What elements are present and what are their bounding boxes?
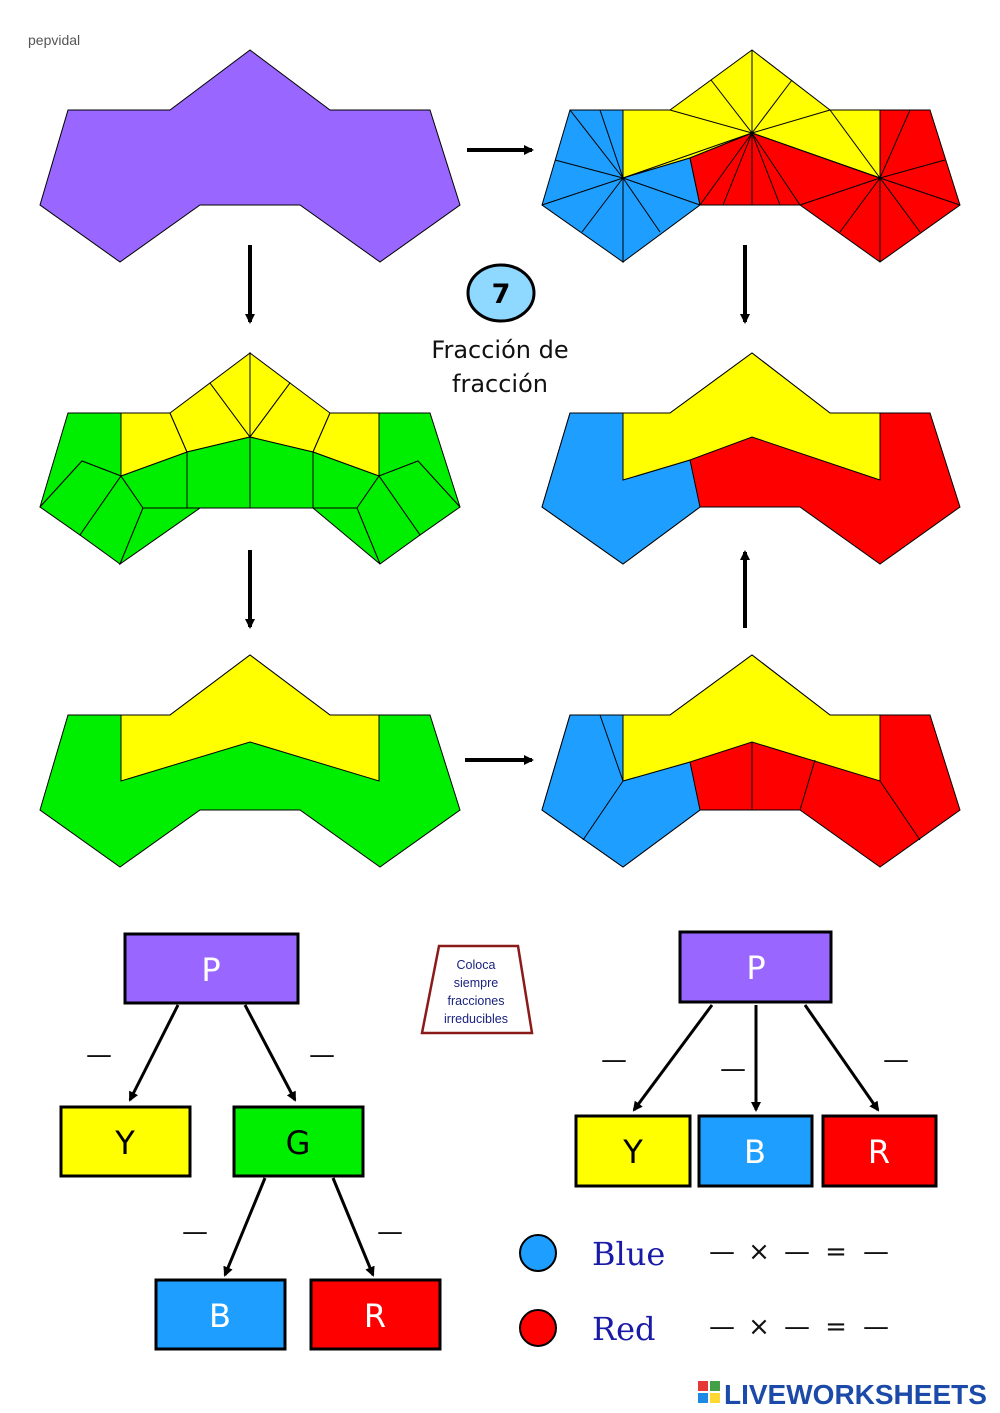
division-line <box>879 780 921 841</box>
yellow-region <box>622 654 881 782</box>
blue-region <box>541 109 624 263</box>
logo-square-icon <box>710 1381 720 1391</box>
red-dot-icon <box>519 1309 557 1347</box>
red-blank-result[interactable]: — <box>863 1312 889 1342</box>
node-b <box>154 1278 287 1351</box>
blue-blank-2[interactable]: — <box>784 1237 810 1267</box>
node-p-label: P <box>746 949 765 987</box>
red-label: Red <box>592 1310 656 1348</box>
shape-blue-yellow-red <box>541 352 961 565</box>
node-p <box>678 930 833 1004</box>
legend-blue-row: Blue — × — = — <box>519 1234 889 1273</box>
note-line-3: fracciones <box>448 994 505 1008</box>
fraction-blank-g-r[interactable]: — <box>377 1217 403 1247</box>
flow-arrows <box>245 145 750 765</box>
brand-logo: LIVEWORKSHEETS <box>698 1379 987 1410</box>
red-blank-1[interactable]: — <box>709 1312 735 1342</box>
times-sign: × <box>748 1312 770 1342</box>
title-line-1: Fracción de <box>431 336 568 364</box>
node-r-label: R <box>364 1297 386 1335</box>
fraction-blank-p-y[interactable]: — <box>601 1045 627 1075</box>
shape-blue-yellow-red-divided <box>541 654 961 868</box>
division-line <box>799 759 816 811</box>
shape-blue-yellow-red-triangulated <box>541 49 961 263</box>
logo-square-icon <box>698 1381 708 1391</box>
node-y-label: Y <box>622 1133 643 1171</box>
node-p-label: P <box>201 951 220 989</box>
node-y <box>574 1114 692 1188</box>
node-r-label: R <box>868 1133 890 1171</box>
fraction-blank-p-r[interactable]: — <box>883 1045 909 1075</box>
shape-green-yellow-subdivided <box>39 352 461 566</box>
node-g <box>232 1105 365 1178</box>
node-y <box>59 1105 192 1178</box>
node-b-label: B <box>744 1133 766 1171</box>
triangulation-lines <box>541 50 961 262</box>
node-p <box>123 932 300 1005</box>
fraction-blank-g-b[interactable]: — <box>182 1217 208 1247</box>
yellow-region <box>120 654 380 782</box>
division-line <box>599 714 624 782</box>
blue-label: Blue <box>592 1235 665 1273</box>
node-y-label: Y <box>114 1124 135 1162</box>
fraction-blank-p-g[interactable]: — <box>309 1040 335 1070</box>
note-line-1: Coloca <box>457 958 496 972</box>
number-badge: 7 <box>466 263 536 323</box>
red-blank-2[interactable]: — <box>784 1312 810 1342</box>
blue-blank-result[interactable]: — <box>863 1237 889 1267</box>
node-r <box>821 1114 938 1188</box>
tree-left: P Y G B R <box>59 932 442 1351</box>
logo-square-icon <box>698 1393 708 1403</box>
tree-right: P Y B R <box>574 930 938 1188</box>
legend-red-row: Red — × — = — <box>519 1309 889 1348</box>
green-piece <box>300 507 381 565</box>
badge-number: 7 <box>492 279 511 310</box>
note-box: Coloca siempre fracciones irreducibles <box>420 944 534 1035</box>
title-line-2: fracción <box>452 370 548 398</box>
yellow-region <box>622 352 881 481</box>
credit-text: pepvidal <box>28 32 80 48</box>
note-line-2: siempre <box>454 976 499 990</box>
purple-region <box>39 49 461 263</box>
shape-whole-purple <box>39 49 461 263</box>
shape-green-yellow <box>39 654 461 868</box>
equals-sign: = <box>825 1312 847 1342</box>
node-r <box>309 1278 442 1351</box>
node-b <box>697 1114 814 1188</box>
blue-dot-icon <box>519 1234 557 1272</box>
brand-text: LIVEWORKSHEETS <box>724 1379 987 1410</box>
times-sign: × <box>748 1237 770 1267</box>
logo-square-icon <box>710 1393 720 1403</box>
note-line-4: irreducibles <box>444 1012 508 1026</box>
division-line <box>582 780 624 841</box>
equals-sign: = <box>825 1237 847 1267</box>
node-g-label: G <box>286 1124 311 1162</box>
green-piece <box>118 507 202 566</box>
blue-blank-1[interactable]: — <box>709 1237 735 1267</box>
fraction-blank-p-y[interactable]: — <box>86 1040 112 1070</box>
fraction-blank-p-b[interactable]: — <box>720 1054 746 1084</box>
node-b-label: B <box>209 1297 231 1335</box>
